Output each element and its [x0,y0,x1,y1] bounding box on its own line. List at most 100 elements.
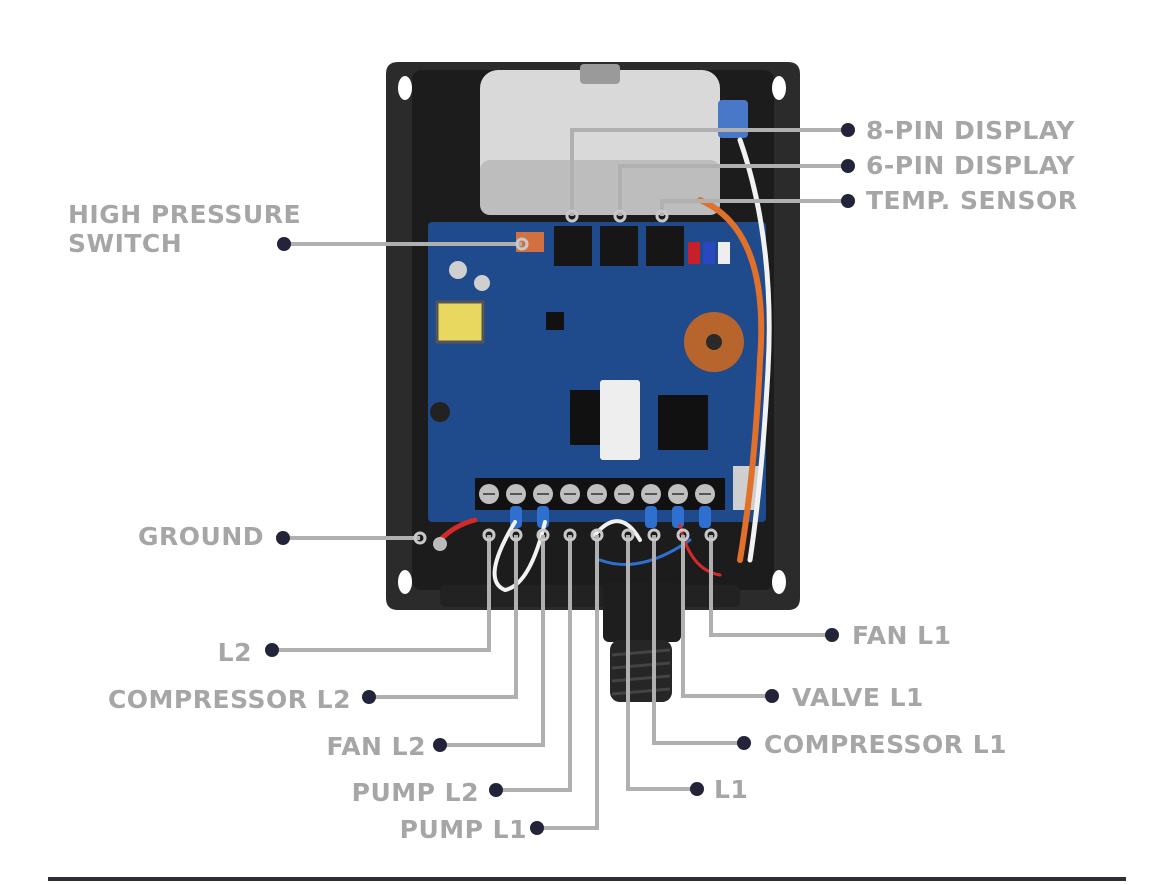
leader-lines [272,128,848,830]
white-pcb-connector [718,242,730,264]
anchor-pump-l2 [563,528,577,542]
label-l2: L2 [217,638,252,667]
relay-white [600,380,640,460]
keyhole-top-left [398,76,412,100]
label-compressor-l1: COMPRESSOR L1 [764,730,1008,759]
anchor-valve-l1 [676,528,690,542]
dot-l1 [690,782,704,796]
label-fan-l1: FAN L1 [852,621,952,650]
label-ground: GROUND [138,522,264,551]
cap-electrolytic-3 [430,402,450,422]
leader-l2 [272,535,491,652]
anchor-6-pin-display [613,209,627,223]
leader-fan-l1 [709,535,832,637]
hps-connector [516,232,544,252]
anchor-l2 [482,528,496,542]
blue-ring-terminal [672,506,684,528]
anchor-high-pressure-switch [515,237,529,251]
blue-ring-terminal [699,506,711,528]
leader-8-pin-display [570,128,848,216]
label-high-pressure-switch-line1: HIGH PRESSURE [68,200,302,229]
keyhole-bottom-right [772,570,786,594]
capacitor-clamp [580,64,620,84]
port-6pin [600,226,638,266]
leader-fan-l2 [440,535,545,747]
label-temp-sensor: TEMP. SENSOR [866,186,1078,215]
port-temp [646,226,684,266]
label-high-pressure-switch-line2: SWITCH [68,229,183,258]
dot-fan-l2 [433,738,447,752]
label-compressor-l2: COMPRESSOR L2 [107,685,351,714]
anchor-l1 [621,528,635,542]
dot-high-pressure-switch [277,237,291,251]
leader-compressor-l1 [652,535,744,745]
anchor-ground [413,531,427,545]
leader-compressor-l2 [369,535,518,699]
terminal-screws [479,484,715,528]
dot-valve-l1 [765,689,779,703]
red-connector [688,242,700,264]
blue-connector [718,100,748,138]
relay-black-right [658,395,708,450]
label-pump-l2: PUMP L2 [351,778,479,807]
leader-l1 [626,535,697,791]
pcb-board [428,222,766,522]
pcb [428,222,766,528]
anchor-pump-l1 [590,528,604,542]
label-valve-l1: VALVE L1 [792,683,924,712]
ground-screw [433,537,447,551]
callout-dots [265,123,855,835]
dot-l2 [265,643,279,657]
bottom-divider [48,877,1126,881]
leader-6-pin-display [618,164,848,216]
label-pump-l1: PUMP L1 [399,815,527,844]
blue-pcb-connector [703,242,715,264]
dot-fan-l1 [825,628,839,642]
label-fan-l2: FAN L2 [326,732,426,761]
dot-pump-l1 [530,821,544,835]
keyhole-top-right [772,76,786,100]
leader-pump-l1 [537,535,599,830]
capacitor-shade [480,160,720,215]
gland-nut [603,582,681,642]
wire-orange [697,197,765,563]
dot-ground [276,531,290,545]
cap-electrolytic-2 [474,275,490,291]
anchor-temp-sensor [655,209,669,223]
cap-electrolytic-1 [449,261,467,279]
bottom-flange [440,585,740,607]
keyhole-bottom-left [398,570,412,594]
dot-compressor-l1 [737,736,751,750]
label-6-pin-display: 6-PIN DISPLAY [866,151,1075,180]
anchor-fan-l1 [704,528,718,542]
wire-blue [598,538,692,566]
wire-red [678,523,722,577]
leader-pump-l2 [496,535,572,792]
anchor-fan-l2 [536,528,550,542]
transformer [435,300,485,344]
dot-compressor-l2 [362,690,376,704]
label-l1: L1 [714,775,749,804]
wire-white-loop-1 [492,520,547,593]
dot-8-pin-display [841,123,855,137]
chip-main [546,312,564,330]
dot-6-pin-display [841,159,855,173]
capacitor [480,64,748,215]
anchor-compressor-l1 [647,528,661,542]
anchor-8-pin-display [565,209,579,223]
relay-black-left [570,390,600,445]
port-8pin [554,226,592,266]
dot-pump-l2 [489,783,503,797]
dot-temp-sensor [841,194,855,208]
callout-anchor-rings [413,209,718,545]
blue-ring-terminal [645,506,657,528]
toroid-core [706,334,722,350]
cable-gland [433,537,681,702]
leader-valve-l1 [681,535,772,698]
anchor-compressor-l2 [509,528,523,542]
gland-conduit [610,640,672,702]
label-8-pin-display: 8-PIN DISPLAY [866,116,1075,145]
conduit-ridges [611,648,671,696]
